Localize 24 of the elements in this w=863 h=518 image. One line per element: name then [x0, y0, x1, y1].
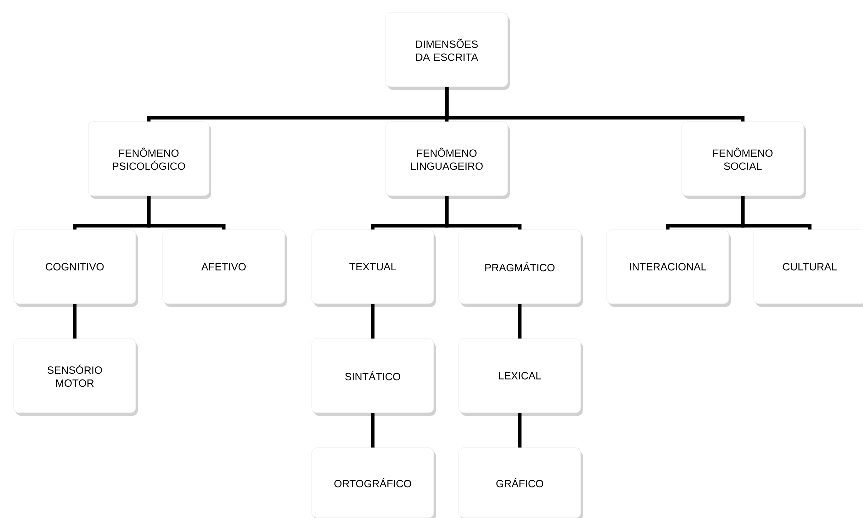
concept-box: FENÔMENO PSICOLÓGICO — [88, 122, 212, 199]
concept-box: CULTURAL — [754, 230, 863, 307]
concept-box: TEXTUAL — [312, 230, 436, 307]
connector-line — [371, 304, 375, 339]
concept-box: AFETIVO — [162, 230, 287, 307]
connector-line — [518, 413, 522, 448]
concept-box: FENÔMENO SOCIAL — [682, 122, 806, 199]
concept-box: INTERACIONAL — [606, 230, 731, 307]
concept-box: GRÁFICO — [458, 448, 583, 518]
concept-box: FENÔMENO LINGUAGEIRO — [386, 122, 510, 199]
concept-box: SINTÁTICO — [312, 338, 436, 416]
concept-box: LEXICAL — [458, 338, 583, 416]
concept-box: SENSÓRIO MOTOR — [14, 338, 138, 416]
connector-line — [445, 196, 522, 230]
connector-line — [741, 196, 812, 230]
connector-line — [147, 196, 226, 230]
concept-box: COGNITIVO — [14, 230, 138, 307]
connector-line — [518, 304, 522, 339]
concept-box: DIMENSÕES DA ESCRITA — [386, 12, 510, 90]
connector-line — [445, 87, 745, 122]
concept-box: ORTOGRÁFICO — [312, 448, 436, 518]
connector-line — [73, 304, 77, 339]
connector-line — [371, 413, 375, 448]
concept-box: PRAGMÁTICO — [458, 230, 583, 307]
